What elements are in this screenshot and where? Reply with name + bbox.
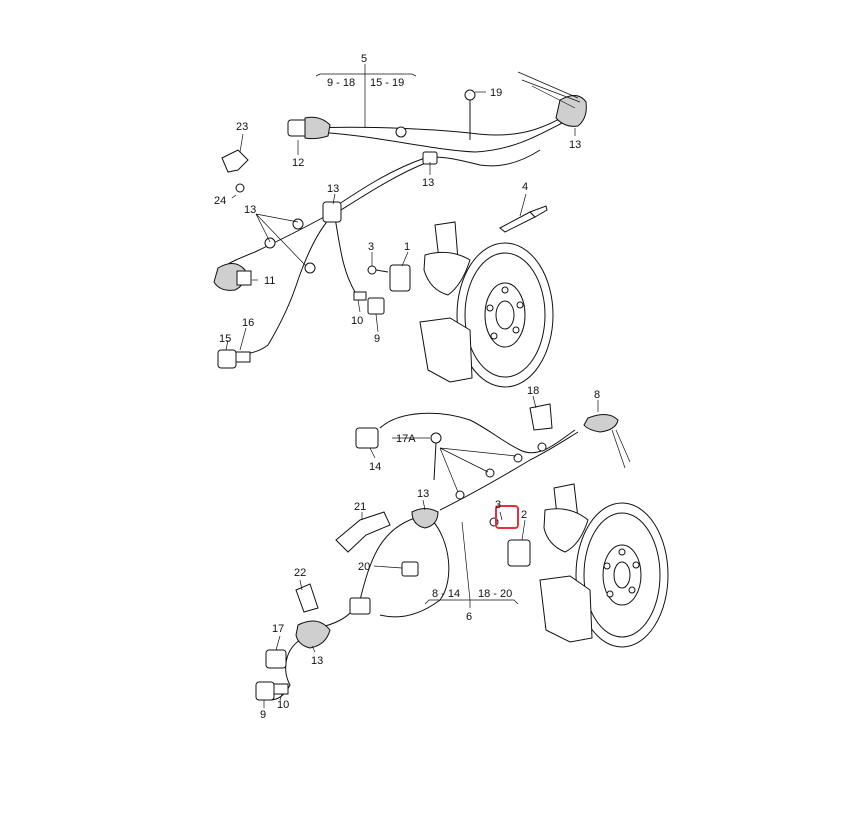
callout-24: 24 [214,195,226,207]
grease-tube-4 [499,211,536,233]
connector-9-bottom [255,681,275,701]
callout-3-top: 3 [368,241,374,253]
callout-5-left: 9 - 18 [327,77,355,89]
callout-13-mid: 13 [422,177,434,189]
callout-10-bottom: 10 [277,699,289,711]
speed-sensor-1 [389,264,411,292]
connector-8 [583,414,619,433]
lower-brake-assembly [539,483,669,648]
connector-11 [236,270,252,286]
bracket-23 [221,149,249,173]
connector-14 [355,427,379,449]
callout-1: 1 [404,241,410,253]
bracket-21 [335,511,391,553]
brake-caliper-top [419,317,473,383]
callout-6-right: 18 - 20 [478,588,512,600]
callout-18: 18 [527,385,539,397]
callout-15: 15 [219,333,231,345]
callout-13-left: 13 [244,204,256,216]
callout-23: 23 [236,121,248,133]
brake-caliper-bottom [539,575,593,643]
connector-13-top [555,95,587,127]
callout-20: 20 [358,561,370,573]
upper-brake-assembly [419,221,554,388]
bracket-22 [295,583,319,613]
callout-13-bottom: 13 [311,655,323,667]
callout-17a: 17A [396,433,416,445]
callout-4: 4 [522,181,528,193]
callout-17: 17 [272,623,284,635]
speed-sensor-2 [507,539,531,567]
callout-5: 5 [361,53,367,65]
bolt-24 [235,183,245,193]
clip-17a [430,432,442,444]
clip-18 [529,403,553,431]
callout-14: 14 [369,461,381,473]
upper-wiring-harness [213,71,587,369]
callout-6-left: 8 - 14 [432,588,460,600]
leader-lines [225,64,599,708]
lower-wiring-harness [255,403,631,701]
callout-3-bottom: 3 [495,499,501,511]
connector-15 [217,349,237,369]
callout-12: 12 [292,157,304,169]
callout-19: 19 [490,87,502,99]
highlight-box[interactable] [495,505,519,529]
callout-11: 11 [264,275,275,287]
callout-2: 2 [521,509,527,521]
callout-10-top: 10 [351,315,363,327]
connector-9-top [367,297,385,315]
callout-6: 6 [466,611,472,623]
callout-5-right: 15 - 19 [370,77,404,89]
callout-8: 8 [594,389,600,401]
callout-21: 21 [354,501,366,513]
callout-9-top: 9 [374,333,380,345]
callout-13-lower: 13 [417,488,429,500]
callout-13-top-right: 13 [569,139,581,151]
callout-16: 16 [242,317,254,329]
callout-labels: 5 9 - 18 15 - 19 19 13 13 12 23 24 13 13… [214,53,600,721]
callout-9-bottom: 9 [260,709,266,721]
callout-22: 22 [294,567,306,579]
callout-13-junction: 13 [327,183,339,195]
connector-17 [265,649,287,669]
clip-20 [401,561,419,577]
